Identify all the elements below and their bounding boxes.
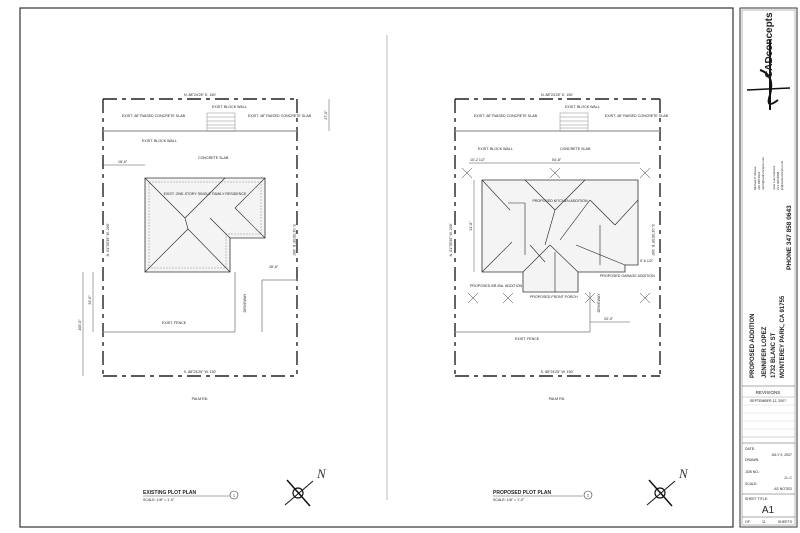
note-concrete-slab: CONCRETE SLAB bbox=[198, 156, 229, 160]
phone-number: PHONE 347 858 0643 bbox=[786, 205, 793, 270]
dim-setback: 18'-6" bbox=[118, 160, 128, 164]
note-concrete-slab: CONCRETE SLAB bbox=[560, 147, 591, 151]
street-name: PALM RD. bbox=[549, 397, 566, 401]
stairs bbox=[206, 112, 236, 132]
contact-phone: 213.308.8088 bbox=[776, 171, 780, 190]
note-bedroom: PROPOSED BR./BA. ADDITION bbox=[470, 284, 523, 288]
contact-name: Michael P. Mayne bbox=[753, 166, 757, 190]
bearing-top: N. 88°24'25" E. 150' bbox=[184, 93, 216, 97]
street-name: PALM RD. bbox=[192, 397, 209, 401]
stairs bbox=[559, 112, 589, 132]
bearing-top: N. 88°24'25" E. 150' bbox=[541, 93, 573, 97]
job-value: J.L.C bbox=[784, 476, 793, 480]
note-driveway: DRIVEWAY bbox=[597, 293, 601, 312]
client-name: JENNIFER LOPEZ bbox=[762, 326, 768, 378]
date-label: DATE: bbox=[745, 447, 755, 451]
project-name: PROPOSED ADDITION bbox=[750, 314, 756, 378]
dimension-markers bbox=[461, 167, 651, 304]
sheet-border bbox=[19, 7, 734, 528]
note-raised-slab-right: EXIST. 48" RAISED CONCRETE SLAB bbox=[605, 114, 669, 118]
note-block-wall: EXIST. BLOCK WALL bbox=[478, 147, 513, 151]
contact-email: jlc@cadconcepts.com bbox=[780, 160, 784, 191]
note-residence: EXIST. ONE-STORY SINGLE FAMILY RESIDENCE bbox=[164, 192, 247, 196]
address-line-2: MONTEREY PARK, CA 91755 bbox=[780, 295, 786, 378]
sheets-label: SHEETS bbox=[778, 520, 793, 524]
note-raised-slab-left: EXIST. 48" RAISED CONCRETE SLAB bbox=[474, 114, 538, 118]
north-arrow-icon bbox=[646, 479, 676, 507]
proposed-plot-plan: N. 88°24'25" E. 150' S. 88°24'25" W. 150… bbox=[449, 93, 689, 507]
dim-garage: 20'-0" bbox=[604, 317, 614, 321]
contact-email: mpm@cadconcepts.com bbox=[761, 156, 765, 190]
drawn-label: DRAWN: bbox=[745, 458, 759, 462]
bearing-right: S. 01°35'35" E. 200' bbox=[292, 224, 296, 256]
bearing-bottom: S. 88°24'25" W. 150' bbox=[184, 370, 217, 374]
revisions-label: REVISIONS bbox=[756, 390, 781, 395]
bearing-left: N. 01°35'35" W. 200' bbox=[449, 223, 453, 256]
north-label: N bbox=[316, 466, 327, 481]
note-raised-slab-right: EXIST. 48" RAISED CONCRETE SLAB bbox=[248, 114, 312, 118]
dim-depth: 31'-8" bbox=[469, 221, 473, 231]
note-block-wall-top: EXIST. BLOCK WALL bbox=[565, 105, 600, 109]
company-name: CADconcepts bbox=[764, 12, 775, 78]
job-label: JOB NO.: bbox=[745, 470, 760, 474]
note-block-wall: EXIST. BLOCK WALL bbox=[142, 139, 177, 143]
note-garage: PROPOSED GARAGE ADDITION bbox=[600, 274, 655, 278]
note-driveway: DRIVEWAY bbox=[243, 293, 247, 312]
dim-side: 5'-6 1/2" bbox=[640, 259, 654, 263]
dim-front: 33'-0" bbox=[88, 295, 92, 305]
note-raised-slab-left: EXIST. 48" RAISED CONCRETE SLAB bbox=[122, 114, 186, 118]
bearing-right: S. 01°35'35" E. 200' bbox=[651, 224, 655, 256]
cadconcepts-logo: CADconcepts bbox=[746, 12, 791, 110]
note-block-wall-top: EXIST. BLOCK WALL bbox=[212, 105, 247, 109]
total-sheets: 11 bbox=[762, 520, 766, 524]
plan-title: EXISTING PLOT PLAN bbox=[143, 490, 196, 496]
bearing-bottom: S. 88°24'25" W. 150' bbox=[541, 370, 574, 374]
contact-name: Jose Luis Cabrera bbox=[772, 165, 776, 190]
dim-total: 100'-0" bbox=[78, 319, 82, 331]
contact-phone: 310.488.5024 bbox=[757, 171, 761, 190]
existing-plot-plan: N. 88°24'25" E. 150' S. 88°24'25" W. 150… bbox=[78, 93, 330, 507]
dim-top: 54'-8" bbox=[552, 158, 562, 162]
note-porch: PROPOSED FRONT PORCH bbox=[530, 295, 578, 299]
north-arrow-icon bbox=[284, 479, 314, 507]
revision-entry: SEPTEMBER 12, 2007 bbox=[750, 399, 786, 403]
title-block: CADconcepts Michael P. Mayne 310.488.502… bbox=[739, 7, 798, 528]
date-value: JULY 9, 2007 bbox=[771, 453, 792, 457]
plan-scale: SCALE: 1/8" = 1'-0" bbox=[493, 498, 525, 502]
note-fence: EXIST. FENCE bbox=[515, 337, 540, 341]
dim-side: 28'-6" bbox=[269, 265, 279, 269]
scale-label: SCALE: bbox=[745, 482, 757, 486]
plan-title: PROPOSED PLOT PLAN bbox=[493, 490, 551, 496]
bearing-left: N. 01°35'35" W. 200' bbox=[106, 223, 110, 256]
sheet-title-label: SHEET TITLE: bbox=[745, 497, 768, 501]
note-fence: EXIST. FENCE bbox=[162, 321, 187, 325]
plan-scale: SCALE: 1/8" = 1'-0" bbox=[143, 498, 175, 502]
dim-rear: 27'-0" bbox=[324, 110, 328, 120]
note-kitchen: PROPOSED KITCHEN ADDITION bbox=[532, 199, 588, 203]
north-label: N bbox=[678, 466, 689, 481]
plan-number: 1 bbox=[233, 494, 235, 498]
of-label: OF bbox=[745, 520, 750, 524]
dim-left: 10'-2 1/2" bbox=[470, 158, 486, 162]
scale-value: AS NOTED bbox=[774, 487, 792, 491]
plan-number: 2 bbox=[587, 494, 589, 498]
sheet-number: A1 bbox=[762, 505, 775, 516]
address-line-1: 1732 BLANC ST bbox=[771, 332, 777, 378]
